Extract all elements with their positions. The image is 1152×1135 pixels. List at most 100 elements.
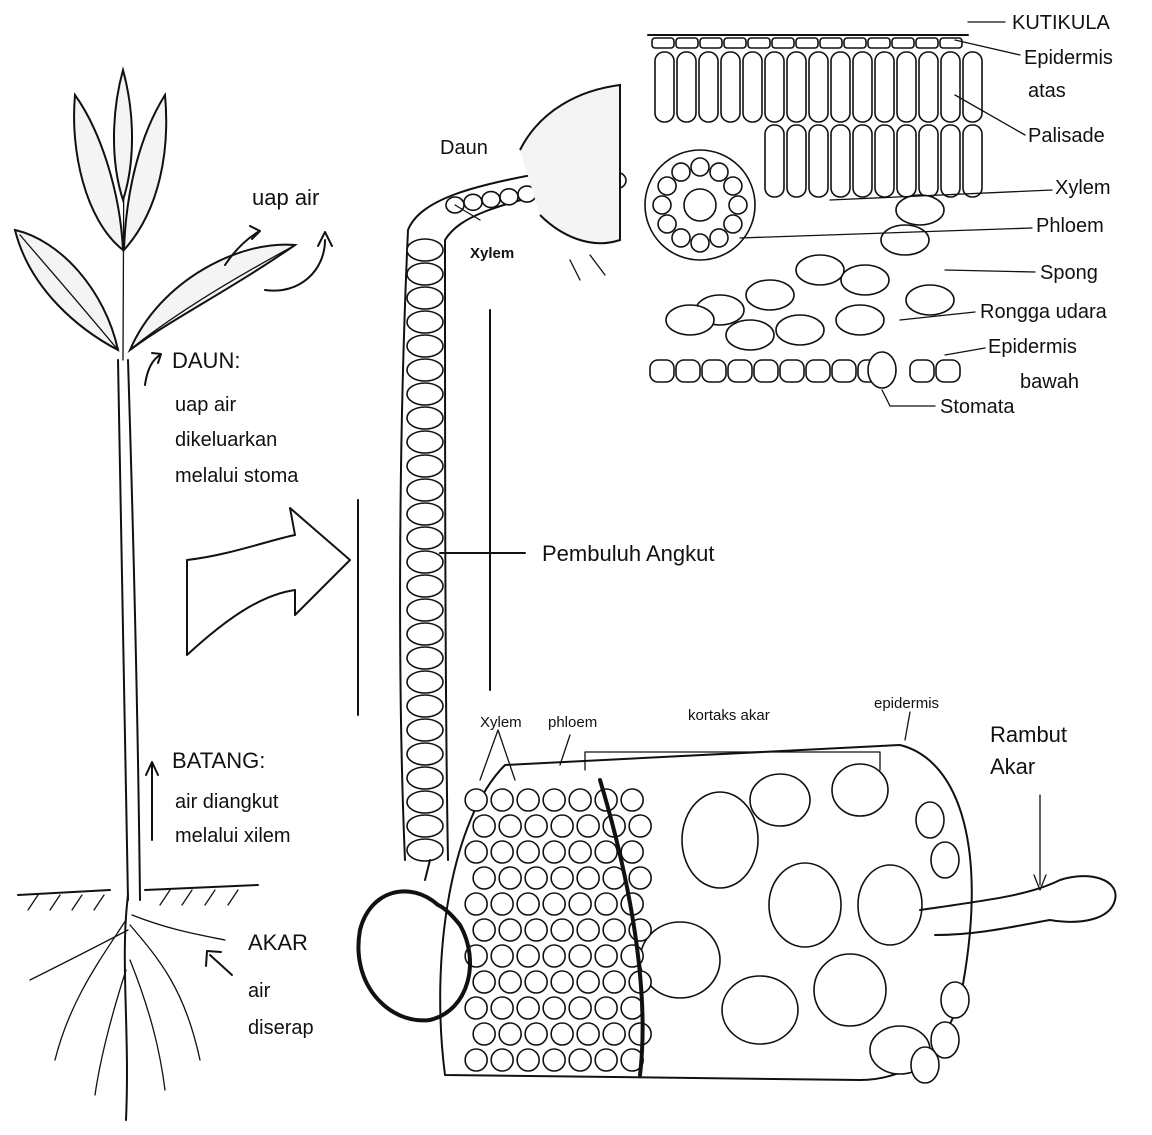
cortex-cell — [832, 764, 888, 816]
palisade-cell — [919, 125, 938, 197]
label-daun-line1: uap air — [175, 394, 236, 416]
label-palisade: Palisade — [1028, 125, 1105, 147]
stele-cell — [603, 971, 625, 993]
stele-cell — [517, 1049, 539, 1071]
stele-cell — [473, 919, 495, 941]
vessel-cell — [407, 815, 443, 837]
stele-cell — [629, 1023, 651, 1045]
stele-cell — [603, 1023, 625, 1045]
epidermis-cell — [844, 38, 866, 48]
vessel-cell — [407, 407, 443, 429]
cortex-cell — [722, 976, 798, 1044]
stele-cell — [551, 815, 573, 837]
palisade-cell — [941, 125, 960, 197]
palisade-cell — [875, 52, 894, 122]
bundle-cell — [724, 177, 742, 195]
vessel-cell — [464, 194, 482, 210]
label-kutikula: KUTIKULA — [1012, 12, 1110, 34]
plant-stem-edge — [128, 360, 140, 900]
stele-cell — [491, 945, 513, 967]
vessel-cell — [407, 791, 443, 813]
epidermis-cell — [892, 38, 914, 48]
vessel-cell — [407, 551, 443, 573]
stele-cell — [473, 971, 495, 993]
stele-cell — [543, 893, 565, 915]
cortex-cell — [640, 922, 720, 998]
palisade-cell — [743, 52, 762, 122]
stele-cell — [525, 919, 547, 941]
stele-cell — [517, 841, 539, 863]
palisade-cell — [897, 52, 916, 122]
vessel-cell — [407, 503, 443, 525]
root-epidermis-cell — [911, 1047, 939, 1083]
bundle-cell — [729, 196, 747, 214]
epidermis-pointer — [905, 712, 910, 740]
vessel-cell — [407, 263, 443, 285]
stomata-guard-cell — [868, 352, 896, 388]
spongy-cell — [906, 285, 954, 315]
spongy-cell — [726, 320, 774, 350]
stele-cell — [577, 919, 599, 941]
flow-arrow — [187, 508, 350, 655]
label-daun-line3: melalui stoma — [175, 465, 299, 487]
stele-cell — [525, 1023, 547, 1045]
bundle-cell — [691, 158, 709, 176]
label-daun-heading: DAUN: — [172, 348, 240, 373]
bundle-cell — [653, 196, 671, 214]
stele-cell — [517, 893, 539, 915]
stele-cell — [543, 997, 565, 1019]
label-epidermis-atas-1: Epidermis — [1024, 47, 1113, 69]
palisade-cell — [963, 52, 982, 122]
vessel-cell — [407, 287, 443, 309]
vessel-cell — [407, 575, 443, 597]
epidermis-cell — [700, 38, 722, 48]
label-xylem-root: Xylem — [480, 714, 522, 731]
stele-cell — [491, 893, 513, 915]
spongy-cell — [881, 225, 929, 255]
cortex-bracket — [585, 752, 880, 770]
spongy-cell — [896, 195, 944, 225]
label-epidermis-atas-2: atas — [1028, 80, 1066, 102]
label-epidermis-bawah-2: bawah — [1020, 371, 1079, 393]
stele-cell — [525, 867, 547, 889]
root-epidermis-cell — [941, 982, 969, 1018]
vessel-arrow — [425, 860, 430, 880]
vessel-cell — [407, 719, 443, 741]
stele-cell — [543, 841, 565, 863]
label-batang-line2: melalui xilem — [175, 825, 291, 847]
label-phloem-root: phloem — [548, 714, 597, 731]
label-stomata: Stomata — [940, 396, 1015, 418]
cortex-cell — [750, 774, 810, 826]
stele-cell — [473, 815, 495, 837]
vessel-cell — [407, 359, 443, 381]
epidermis-cell — [868, 38, 890, 48]
label-phloem-cs: Phloem — [1036, 215, 1104, 237]
stele-cell — [525, 815, 547, 837]
palisade-cell — [787, 125, 806, 197]
stele-cell — [551, 919, 573, 941]
epidermis-cell — [916, 38, 938, 48]
palisade-cell — [963, 125, 982, 197]
ptr-epidermis-atas — [955, 40, 1020, 55]
plant-stem — [118, 360, 128, 900]
cortex-cell — [769, 863, 841, 947]
bundle-cell — [710, 163, 728, 181]
spongy-cell — [841, 265, 889, 295]
vessel-cell — [407, 599, 443, 621]
stele-cell — [595, 893, 617, 915]
epidermis-cell — [652, 38, 674, 48]
stele-cell — [499, 867, 521, 889]
bundle-cell — [710, 229, 728, 247]
stele-cell — [551, 1023, 573, 1045]
lower-epidermis-cells — [650, 360, 960, 382]
cortex-cell — [814, 954, 886, 1026]
palisade-cell — [721, 52, 740, 122]
stele-cell — [465, 893, 487, 915]
stele-cell — [543, 945, 565, 967]
lower-epidermis-cell — [702, 360, 726, 382]
vessel-cell — [407, 671, 443, 693]
bundle-cell — [724, 215, 742, 233]
stele-cell — [569, 1049, 591, 1071]
palisade-cell — [787, 52, 806, 122]
